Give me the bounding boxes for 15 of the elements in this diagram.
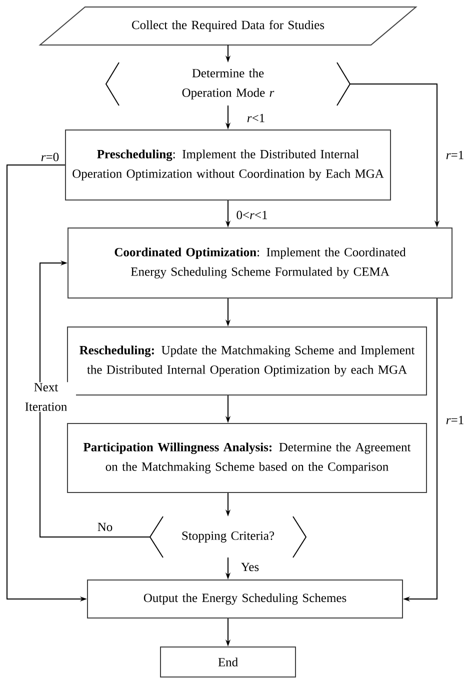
edge-label: 0<r<1 [235,210,269,220]
process-box: Coordinated Optimization: Implement the Coordinated Energy Scheduling Scheme Formulated by CEMA [68,228,452,298]
process-box: Participation Willingness Analysis: Determine the Agreement on the Matchmaking Scheme based on the Comparison [67,423,427,493]
arrow [40,260,150,538]
terminal-box: End [160,646,296,678]
process-box: Prescheduling: Implement the Distributed Internal Operation Optimization without Coordination by Each MGA [65,130,391,200]
edge-label: Yes [240,562,260,572]
output-box: Output the Energy Scheduling Schemes [87,580,403,618]
edge-label: r=0 [40,152,60,162]
process-box: Rescheduling: Update the Matchmaking Scheme and Implement the Distributed Internal Operation Optimization by each MGA [67,326,427,396]
edge-label: r=1 [444,150,466,160]
edge-label: r=1 [444,414,466,426]
edge-label: r<1 [246,112,266,124]
edge-label: No [96,522,114,532]
note-label: Next Iteration [16,382,76,412]
